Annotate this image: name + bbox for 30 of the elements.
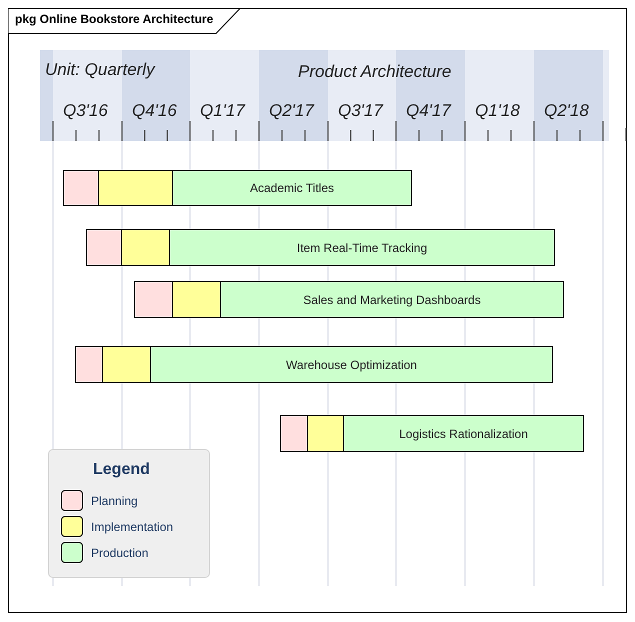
production-bar: Warehouse Optimization (150, 346, 553, 383)
quarter-label: Q3'17 (338, 101, 383, 121)
production-bar: Item Real-Time Tracking (169, 229, 555, 266)
legend-title: Legend (93, 461, 150, 479)
legend-label: Implementation (91, 520, 174, 534)
implementation-bar (102, 346, 151, 383)
quarter-label: Q3'16 (63, 101, 108, 121)
implementation-bar (98, 170, 173, 206)
production-bar: Academic Titles (172, 170, 412, 206)
quarter-label: Q4'17 (406, 101, 451, 121)
quarter-label: Q2'18 (544, 101, 589, 121)
planning-bar (63, 170, 99, 206)
implementation-bar (307, 415, 344, 452)
legend-label: Production (91, 546, 148, 560)
package-title: pkg Online Bookstore Architecture (15, 12, 214, 26)
quarter-label: Q4'16 (132, 101, 177, 121)
implementation-bar (121, 229, 170, 266)
planning-bar (134, 281, 173, 318)
unit-label: Unit: Quarterly (45, 60, 155, 80)
planning-bar (86, 229, 122, 266)
quarter-label: Q1'17 (200, 101, 245, 121)
production-bar: Logistics Rationalization (343, 415, 584, 452)
quarter-label: Q1'18 (475, 101, 520, 121)
legend-label: Planning (91, 494, 138, 508)
planning-bar (280, 415, 308, 452)
header-title: Product Architecture (298, 62, 452, 82)
implementation-bar (172, 281, 221, 318)
production-bar: Sales and Marketing Dashboards (220, 281, 564, 318)
planning-bar (75, 346, 103, 383)
quarter-label: Q2'17 (269, 101, 314, 121)
